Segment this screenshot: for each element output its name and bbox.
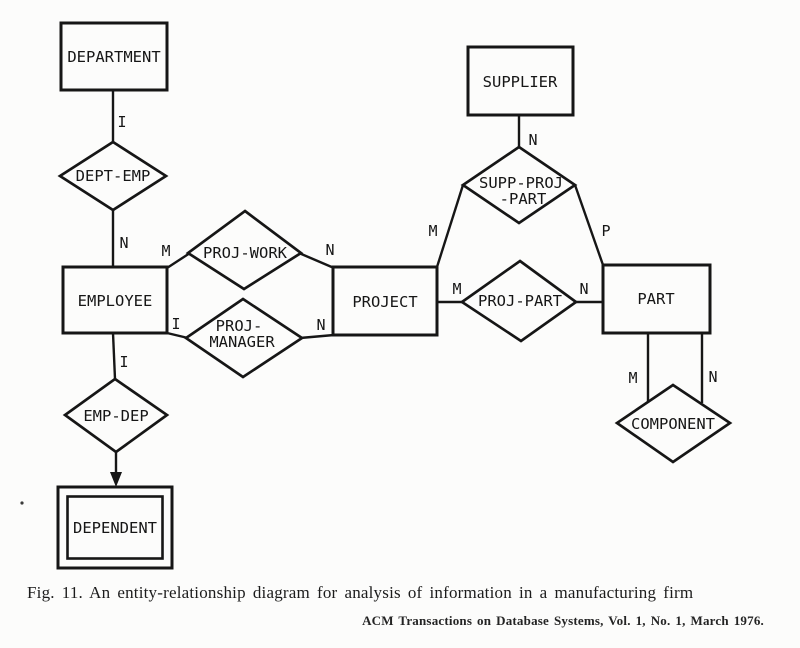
figure-caption: Fig. 11. An entity-relationship diagram …	[27, 583, 694, 602]
entity-employee-label: EMPLOYEE	[78, 292, 153, 310]
entity-employee-box	[61, 265, 169, 335]
arrowhead-dependent	[110, 472, 122, 487]
cardinality-projwork-project: N	[325, 241, 334, 259]
entity-supplier-label: SUPPLIER	[483, 73, 558, 91]
connector-projwork-project	[298, 251, 335, 270]
relationship-dept-emp-diamond	[57, 140, 169, 212]
cardinality-part-component-left: M	[628, 369, 637, 387]
relationship-proj-work-label: PROJ-WORK	[203, 244, 288, 262]
cardinality-projmanager-project: N	[316, 316, 325, 334]
entity-department-box	[59, 21, 169, 92]
scan-speck	[20, 501, 24, 505]
entity-part-box	[601, 263, 712, 335]
cardinality-projpart-part: N	[579, 280, 588, 298]
entity-dependent-label: DEPENDENT	[73, 519, 157, 537]
relationship-emp-dep-label: EMP-DEP	[83, 407, 148, 425]
relationship-proj-part-diamond	[459, 259, 579, 343]
relationship-proj-manager-label-line2: MANAGER	[209, 333, 275, 351]
relationship-emp-dep-diamond	[62, 377, 170, 454]
relationship-proj-manager-diamond	[183, 297, 305, 379]
cardinality-suppprojpart-part: P	[601, 222, 610, 240]
cardinality-department-deptemp: I	[117, 113, 126, 131]
relationship-proj-work-diamond	[185, 209, 304, 291]
connector-suppprojpart-project	[435, 184, 465, 268]
relationship-dept-emp-label: DEPT-EMP	[76, 167, 151, 185]
cardinality-employee-projmanager: I	[171, 315, 180, 333]
er-diagram: DEPARTMENT SUPPLIER EMPLOYEE PROJECT PAR…	[20, 21, 733, 570]
cardinality-project-projpart: M	[452, 280, 461, 298]
entity-department-label: DEPARTMENT	[67, 48, 160, 66]
cardinality-employee-projwork: M	[161, 242, 170, 260]
connector-employee-empdep	[111, 332, 117, 380]
connector-projmanager-project	[299, 333, 335, 340]
cardinality-project-suppprojpart: M	[428, 222, 437, 240]
entity-project-box	[331, 265, 439, 337]
connector-employee-projmanager	[166, 331, 189, 340]
relationship-supp-proj-part-label-line1: SUPP-PROJ	[479, 174, 563, 192]
entity-dependent-inner-box	[66, 495, 164, 560]
relationship-supp-proj-part-label-line2: -PART	[500, 190, 547, 208]
entity-part-label: PART	[637, 290, 674, 308]
entity-project-label: PROJECT	[352, 293, 417, 311]
cardinality-supplier-suppprojpart: N	[528, 131, 537, 149]
journal-footer: ACM Transactions on Database Systems, Vo…	[362, 613, 764, 628]
cardinality-deptemp-employee: N	[119, 234, 128, 252]
relationship-component-label: COMPONENT	[631, 415, 715, 433]
relationship-proj-manager-label-line1: PROJ-	[216, 317, 263, 335]
relationship-component-diamond	[614, 383, 733, 464]
connector-employee-projwork	[166, 251, 191, 270]
connector-suppprojpart-part	[573, 184, 605, 266]
relationship-supp-proj-part-diamond	[460, 145, 578, 225]
relationship-proj-part-label: PROJ-PART	[478, 292, 562, 310]
cardinality-employee-empdep: I	[119, 353, 128, 371]
cardinality-part-component-right: N	[708, 368, 717, 386]
entity-supplier-box	[466, 45, 575, 117]
